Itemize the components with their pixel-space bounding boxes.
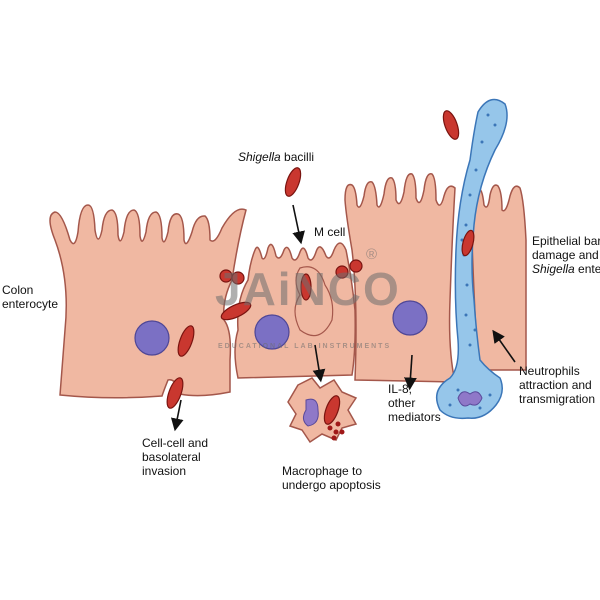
label-line: enterocyte bbox=[2, 297, 59, 311]
label-rest: bacilli bbox=[280, 150, 315, 164]
label-line: attraction and bbox=[519, 378, 592, 392]
m-cell-pocket bbox=[294, 266, 334, 337]
arrows bbox=[170, 204, 516, 432]
watermark-logo: JAiNCO bbox=[215, 263, 401, 315]
label-line: Epithelial barrier bbox=[532, 234, 600, 248]
label-m-cell: M cell bbox=[314, 225, 346, 239]
label-line: basolateral bbox=[142, 450, 201, 464]
label-barrier-damage: Epithelial barrierdamage and moreShigell… bbox=[532, 234, 600, 276]
label-line: other bbox=[388, 396, 416, 410]
label-line: IL-8, bbox=[388, 382, 413, 396]
macrophage-nucleus bbox=[302, 398, 319, 427]
label-line: undergo apoptosis bbox=[282, 478, 381, 492]
watermark-tagline: EDUCATIONAL LAB INSTRUMENTS bbox=[218, 343, 392, 350]
shigella-bacteria bbox=[166, 110, 475, 425]
label-italic: Shigella bbox=[532, 262, 575, 276]
label-line: transmigration bbox=[519, 392, 596, 406]
label-italic: Shigella bbox=[238, 150, 281, 164]
label-rest: enter bbox=[578, 262, 600, 276]
label-line: Shigella enter bbox=[532, 262, 600, 276]
label-line: invasion bbox=[142, 464, 187, 478]
label-line: Cell-cell and bbox=[142, 436, 209, 450]
label-line: mediators bbox=[388, 410, 441, 424]
epithelial-cell bbox=[344, 173, 456, 383]
neutrophil-nucleus bbox=[457, 391, 483, 407]
apoptotic-bodies bbox=[327, 421, 345, 441]
damaged-epithelial-cell bbox=[470, 184, 527, 371]
nuclei bbox=[134, 300, 428, 356]
label-line: Colon bbox=[2, 283, 34, 297]
macrophage bbox=[287, 377, 358, 444]
label-line: Macrophage to bbox=[282, 464, 363, 478]
blood-vessel-neutrophil bbox=[435, 98, 508, 420]
label-shigella-bacilli: Shigella bacilli bbox=[238, 150, 314, 164]
watermark-registered: ® bbox=[366, 246, 378, 263]
colon-enterocyte-cell bbox=[49, 204, 247, 399]
label-line: Neutrophils bbox=[519, 364, 580, 378]
label-line: damage and more bbox=[532, 248, 600, 262]
